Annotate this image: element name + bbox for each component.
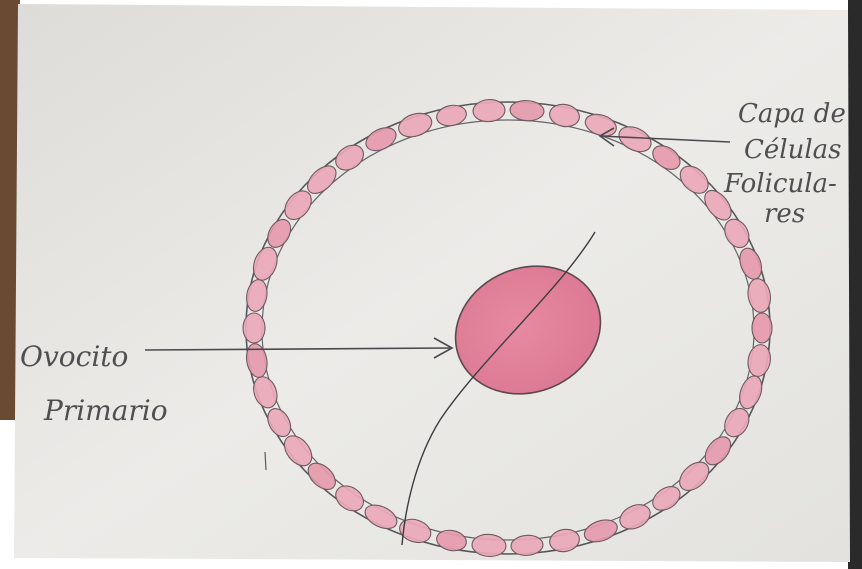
dark-edge	[848, 0, 862, 569]
label-line-3: Folicula-	[723, 169, 837, 199]
label-line-4: res	[764, 199, 805, 229]
follicular-cell	[752, 313, 772, 343]
label-line-1: Ovocito	[20, 340, 128, 373]
label-line-1: Capa de	[738, 99, 846, 129]
follicular-cell	[243, 313, 265, 343]
paper-sheet	[14, 4, 850, 562]
label-line-2: Primario	[43, 394, 168, 427]
label-line-2: Células	[744, 135, 842, 165]
